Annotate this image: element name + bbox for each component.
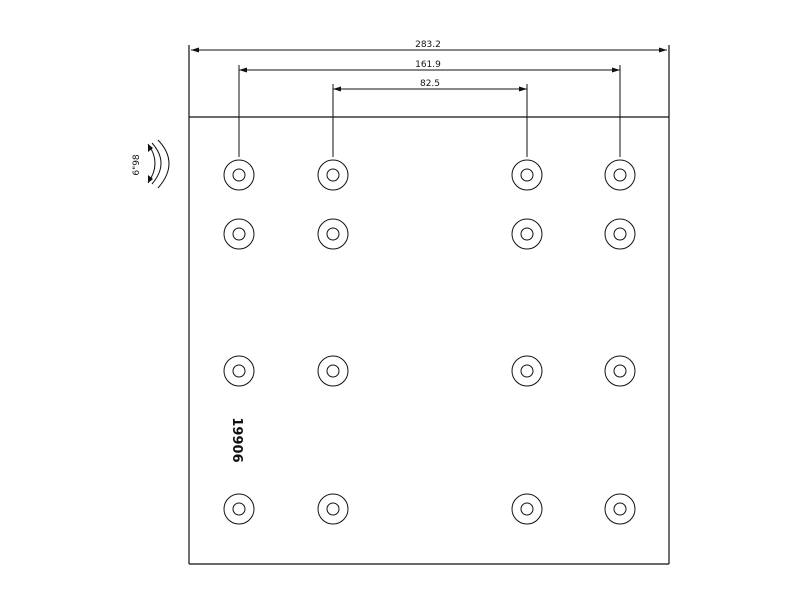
- rivet-hole: [511, 218, 543, 250]
- curvature-indicator: 6"98: [132, 139, 170, 189]
- rivet-hole: [317, 355, 349, 387]
- lining-outline: [188, 45, 670, 565]
- rivet-hole: [604, 355, 636, 387]
- rivet-hole: [317, 218, 349, 250]
- rivet-hole: [223, 493, 255, 525]
- curvature-arrow-icon: [148, 144, 153, 152]
- rivet-hole: [317, 159, 349, 191]
- rivet-hole: [317, 493, 349, 525]
- rivet-hole: [604, 159, 636, 191]
- rivet-hole: [223, 355, 255, 387]
- dimension-outer-hole-span: 161.9: [238, 60, 621, 157]
- rivet-hole: [223, 159, 255, 191]
- rivet-hole: [511, 493, 543, 525]
- rivet-hole: [223, 218, 255, 250]
- dimension-label-curvature: 6"98: [132, 154, 142, 176]
- dimension-inner-hole-span: 82.5: [332, 79, 528, 157]
- dimension-label-overall-width: 283.2: [415, 40, 441, 50]
- rivet-hole-grid: [223, 159, 636, 525]
- dimension-overall-width: 283.2: [191, 40, 667, 53]
- rivet-hole: [604, 493, 636, 525]
- rivet-hole: [511, 159, 543, 191]
- part-number: 19906: [229, 417, 244, 462]
- dimension-label-inner-hole-span: 82.5: [420, 79, 440, 89]
- rivet-hole: [511, 355, 543, 387]
- rivet-hole: [604, 218, 636, 250]
- dimension-label-outer-hole-span: 161.9: [415, 60, 441, 70]
